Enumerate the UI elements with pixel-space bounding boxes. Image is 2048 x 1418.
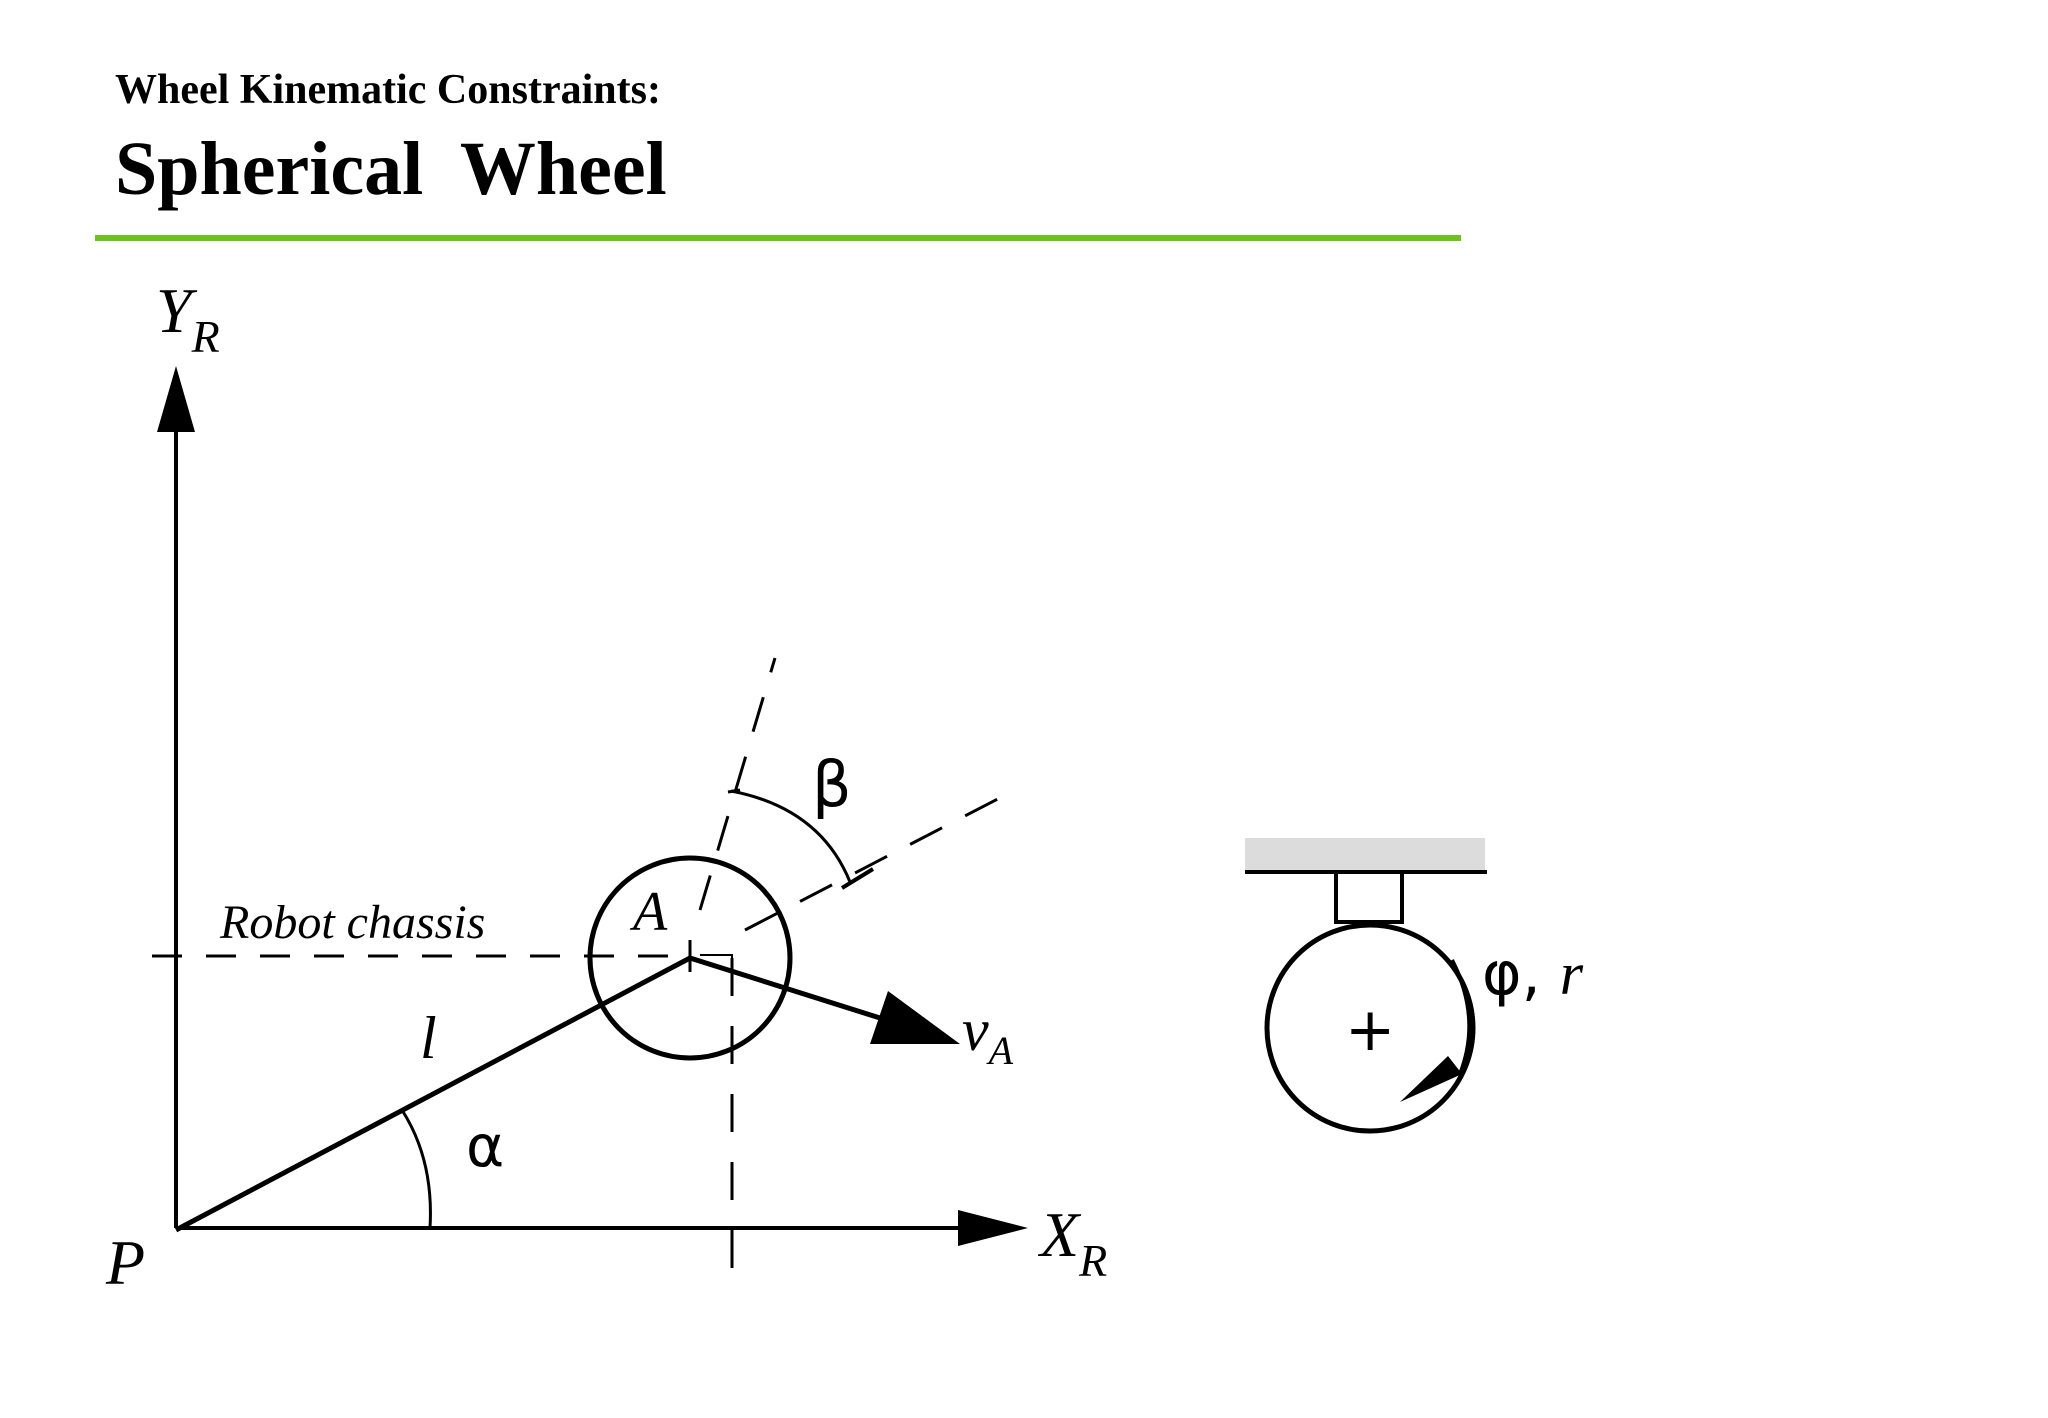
point-a-label: A xyxy=(629,881,668,943)
title-divider xyxy=(95,235,1461,241)
y-axis-subscript: R xyxy=(191,311,220,362)
wheel-circle xyxy=(587,855,793,1061)
right-angle-marker xyxy=(700,954,733,968)
slide-subtitle: Wheel Kinematic Constraints: xyxy=(115,67,661,113)
mount-plate xyxy=(1245,838,1485,872)
beta-arc-tick-bottom xyxy=(840,867,875,890)
velocity-subscript: A xyxy=(986,1028,1014,1073)
wheel-plane-dashed-line xyxy=(698,657,777,911)
length-l-line xyxy=(174,955,692,1233)
slide-title: Spherical Wheel xyxy=(115,127,667,211)
velocity-vector-line xyxy=(689,955,881,1021)
beta-arc-tick-top xyxy=(727,788,741,794)
alpha-arc xyxy=(400,1109,432,1229)
x-axis-subscript: R xyxy=(1078,1235,1107,1286)
chassis-label: Robot chassis xyxy=(219,896,485,949)
mount-bracket xyxy=(1334,872,1404,924)
beta-label: β xyxy=(812,748,852,821)
rotation-arc xyxy=(1450,959,1472,1075)
y-axis-arrowhead xyxy=(157,366,195,432)
alpha-label: α xyxy=(466,1112,504,1180)
origin-label: P xyxy=(105,1227,145,1298)
x-axis-label: XR xyxy=(1037,1199,1107,1286)
beta-arc xyxy=(730,789,852,883)
rotation-label: φ, r xyxy=(1482,939,1584,1009)
rotation-radius-symbol: r xyxy=(1560,941,1584,1007)
rotation-arrowhead xyxy=(1400,1056,1462,1102)
side-wheel-circle xyxy=(1264,922,1476,1134)
x-axis-arrowhead xyxy=(958,1210,1028,1246)
beta-reference-dashed-line xyxy=(744,788,1016,932)
velocity-arrowhead xyxy=(870,991,960,1044)
velocity-label: vA xyxy=(962,997,1014,1073)
length-label: l xyxy=(420,1005,437,1071)
y-axis-label: YR xyxy=(156,275,220,362)
wheel-center-mark: + xyxy=(1345,995,1395,1065)
